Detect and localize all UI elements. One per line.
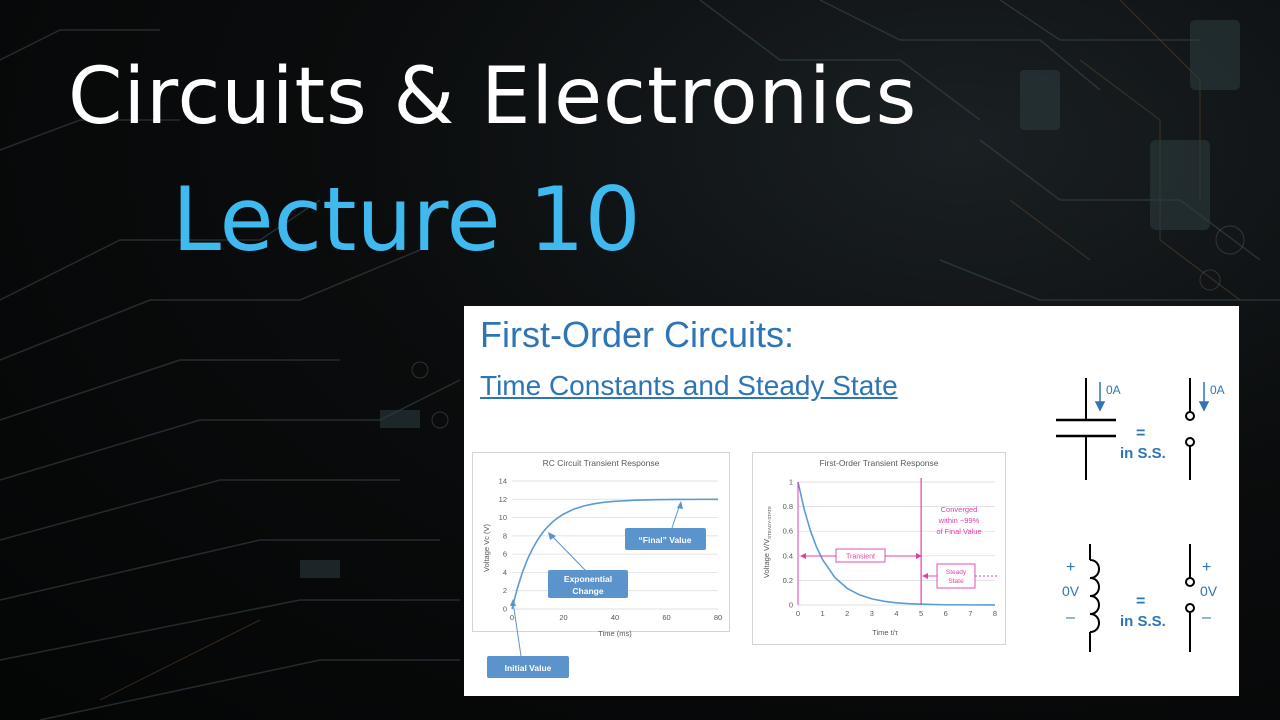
c2-y-tick-label: 0 [789,601,793,610]
c1-y-tick-label: 4 [503,568,507,577]
c2-y-tick-label: 0.2 [783,576,793,585]
rc-transient-chart: RC Circuit Transient Response 0 2 4 6 8 10 12 1… [472,452,730,678]
chart2-title: First-Order Transient Response [819,458,938,468]
exponential-change-label-2: Change [572,586,603,596]
inductor-equivalence-diagram: + 0V – + 0V – = in S.S. [1062,544,1218,652]
c2-x-tick-label: 8 [993,609,997,618]
course-title: Circuits & Electronics [68,52,918,142]
capacitor-equivalence-diagram: 0A 0A = in S.S. [1056,378,1225,480]
final-value-label: “Final” Value [639,535,692,545]
c1-x-tick-label: 40 [611,613,619,622]
inductor-minus-right: – [1202,609,1211,626]
c1-x-tick-label: 60 [662,613,670,622]
inductor-voltage-right: 0V [1200,583,1218,599]
chart2-ylabel: Voltage V/V [762,539,771,578]
c2-y-tick-label: 1 [789,478,793,487]
chart1-series-line [511,498,719,610]
inductor-minus-left: – [1066,609,1075,626]
chart1-xlabel: Time (ms) [598,629,632,638]
chart2-ylabel-sub: STEADY-STATE [767,506,772,539]
c1-y-tick-label: 14 [499,477,507,486]
svg-text:Voltage V/VSTEADY-STATE: Voltage V/VSTEADY-STATE [762,506,772,578]
chart2-xlabel: Time t/τ [872,628,898,637]
c2-x-tick-label: 7 [968,609,972,618]
c2-y-tick-label: 0.4 [783,551,793,560]
c2-x-tick-label: 2 [845,609,849,618]
inductor-equals: = [1136,593,1145,610]
inductor-condition: in S.S. [1120,613,1166,630]
exponential-change-label-1: Exponential [564,574,612,584]
first-order-transient-chart: First-Order Transient Response 0 0.2 0.4 0.… [752,452,1006,645]
c2-y-tick-label: 0.8 [783,502,793,511]
c1-y-tick-label: 12 [499,495,507,504]
c2-x-tick-label: 1 [821,609,825,618]
c1-y-tick-label: 0 [503,605,507,614]
converged-label-2: within ~99% [938,516,980,525]
c1-x-tick-label: 20 [559,613,567,622]
converged-label-3: of Final Value [936,527,981,536]
c1-y-tick-label: 10 [499,513,507,522]
initial-value-callout [487,656,569,678]
chart2-series-line [797,481,996,606]
converged-label-1: Converged [941,505,978,514]
transient-label: Transient [846,554,875,561]
steady-state-label-2: State [948,578,964,585]
chart1-title: RC Circuit Transient Response [543,458,660,468]
c1-x-tick-label: 80 [714,613,722,622]
chart1-ylabel: Voltage Vc (V) [482,524,491,572]
transient-box [835,548,886,563]
c1-x-tick-label: 0 [510,613,514,622]
steady-state-label-1: Steady [946,569,967,576]
c2-y-tick-label: 0.6 [783,527,793,536]
c2-x-tick-label: 0 [796,609,800,618]
final-value-callout [625,528,706,550]
c1-y-tick-label: 6 [503,550,507,559]
c2-x-tick-label: 5 [919,609,923,618]
capacitor-condition: in S.S. [1120,445,1166,462]
c2-x-tick-label: 4 [894,609,898,618]
lecture-title: Lecture 10 [172,168,641,271]
inductor-voltage-left: 0V [1062,583,1080,599]
slide-subtitle: Time Constants and Steady State [480,370,898,401]
exponential-change-callout [548,570,628,598]
inductor-plus-left: + [1066,559,1075,576]
c1-y-tick-label: 2 [503,586,507,595]
c2-x-tick-label: 6 [944,609,948,618]
initial-value-label: Initial Value [505,663,552,673]
c1-y-tick-label: 8 [503,531,507,540]
capacitor-current-left: 0A [1106,383,1121,397]
inductor-plus-right: + [1202,559,1211,576]
slide-title: First-Order Circuits: [480,314,794,355]
lecture-slide: First-Order Circuits: Time Constants and… [464,306,1239,696]
c2-x-tick-label: 3 [870,609,874,618]
steady-state-box [936,563,976,589]
capacitor-equals: = [1136,425,1145,442]
capacitor-current-right: 0A [1210,383,1225,397]
